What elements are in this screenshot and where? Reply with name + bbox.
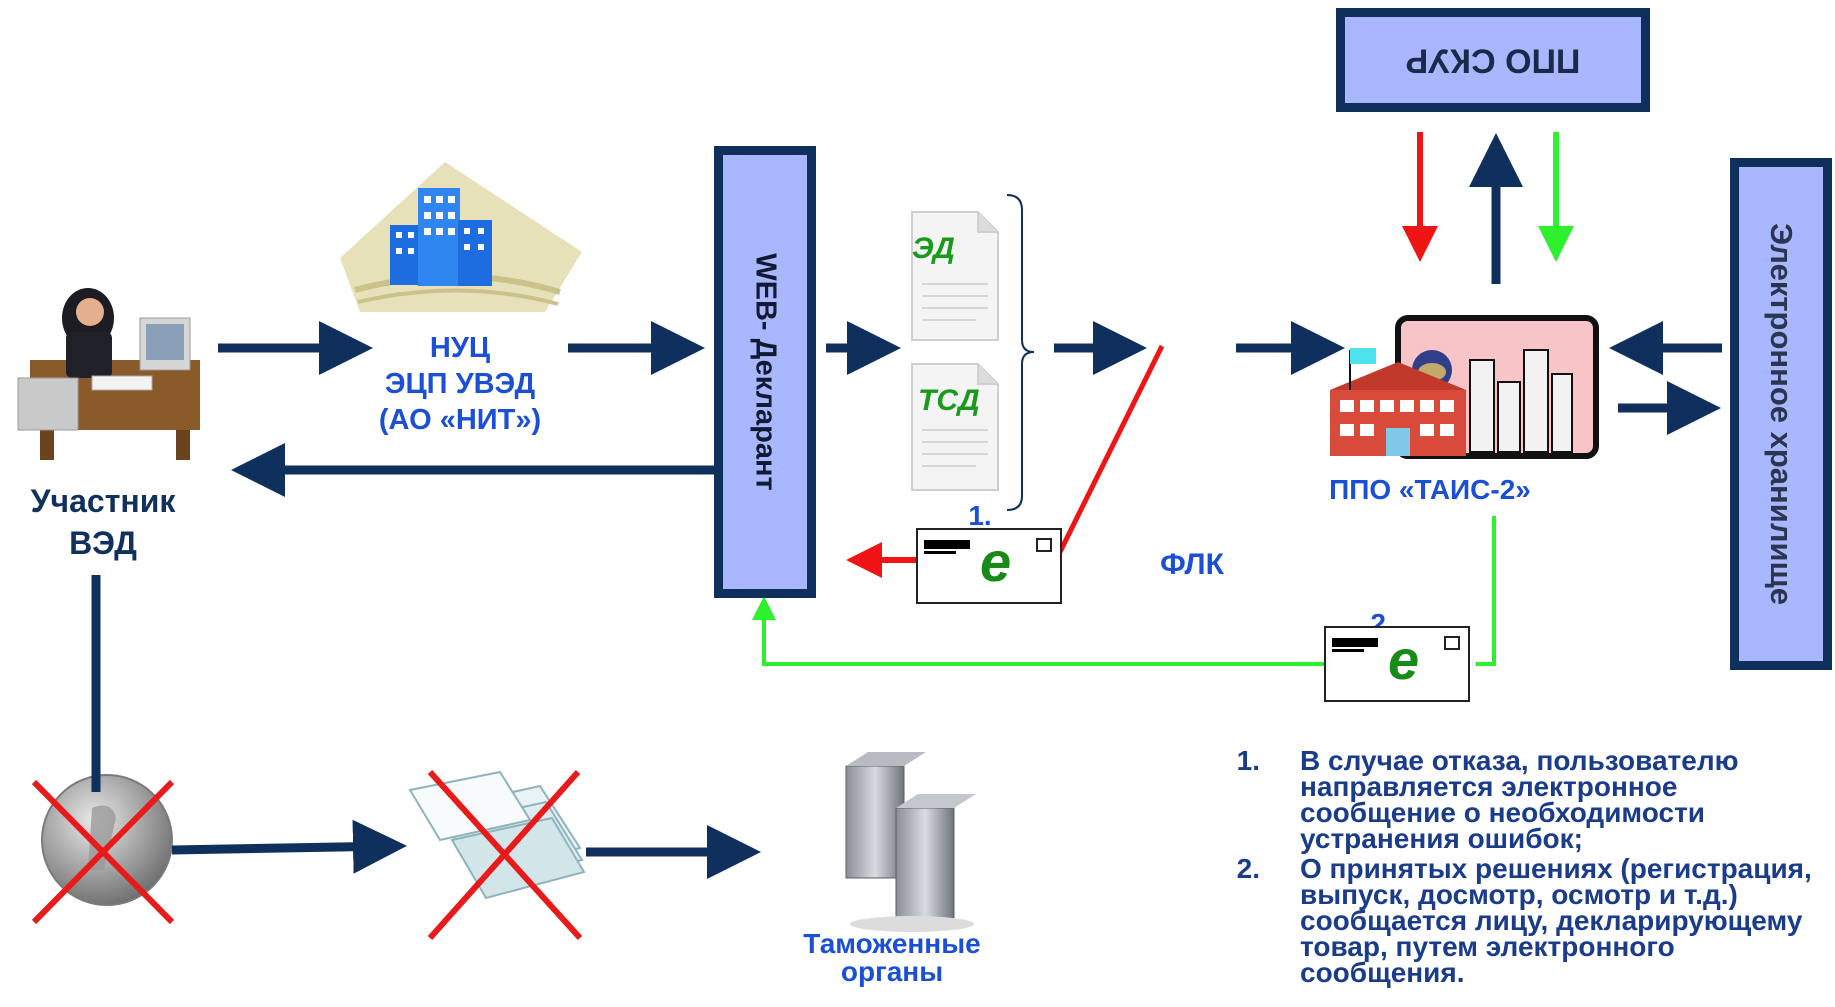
customs-label-line1: Таможенные xyxy=(803,928,981,959)
document-ed-label: ЭД xyxy=(912,232,955,265)
ppo-tais-label: ППО «ТАИС-2» xyxy=(1329,474,1531,505)
nuc-building-illustration xyxy=(340,162,582,312)
flk-label: ФЛК xyxy=(1160,548,1224,581)
nuc-label-line1: НУЦ xyxy=(429,332,491,364)
customs-buildings-illustration xyxy=(845,752,976,932)
arrow-response-to-web-green xyxy=(752,596,1324,666)
line-tais-response-green xyxy=(1476,516,1496,666)
participant-label: Участник ВЭД xyxy=(4,480,202,564)
document-tsd-label: ТСД xyxy=(918,384,980,417)
document-tsd-icon xyxy=(911,363,999,491)
web-declarant-box: WEB- Декларант xyxy=(714,146,816,598)
tais-server-illustration xyxy=(1330,315,1599,459)
customs-label: Таможенные органы xyxy=(792,930,992,986)
web-declarant-label: WEB- Декларант xyxy=(749,253,782,491)
nuc-label-line3: (АО «НИТ») xyxy=(378,404,542,436)
participant-label-text: Участник ВЭД xyxy=(30,483,176,561)
customs-label-line2: органы xyxy=(840,956,944,987)
note-number: 2. xyxy=(1236,853,1260,884)
note-text: О принятых решениях (регистрация, выпуск… xyxy=(1300,853,1812,988)
note-text: В случае отказа, пользователю направляет… xyxy=(1300,745,1739,854)
cross-out-papers xyxy=(427,769,583,941)
notes-list: 1. В случае отказа, пользователю направл… xyxy=(1200,745,1820,990)
ppo-skur-label: ППО СКУР xyxy=(1405,41,1581,80)
envelope-response-letter: e xyxy=(1388,628,1420,691)
signature-disc-illustration xyxy=(41,774,173,906)
document-brace xyxy=(1006,194,1035,511)
electronic-storage-label: Электронное хранилище xyxy=(1764,223,1799,605)
note-number: 1. xyxy=(1236,745,1260,776)
ppo-skur-box: ППО СКУР xyxy=(1336,8,1650,112)
note-item: 2. О принятых решениях (регистрация, вып… xyxy=(1200,853,1820,988)
marker-1: 1. xyxy=(968,500,992,531)
envelope-reject-letter: e xyxy=(980,530,1012,593)
cross-out-disc xyxy=(31,779,175,925)
envelope-reject-icon: e xyxy=(916,528,1062,604)
note-item: 1. В случае отказа, пользователю направл… xyxy=(1200,745,1820,854)
arrow-disc-to-papers xyxy=(171,819,407,874)
nuc-label: НУЦ ЭЦП УВЭД (АО «НИТ») xyxy=(340,330,580,438)
participant-illustration xyxy=(17,288,200,460)
line-flk-reject-red xyxy=(1055,344,1165,558)
document-ed-icon xyxy=(911,211,999,341)
nuc-label-line2: ЭЦП УВЭД xyxy=(384,368,536,400)
envelope-response-icon: e xyxy=(1324,626,1470,702)
electronic-storage-box: Электронное хранилище xyxy=(1730,158,1832,670)
